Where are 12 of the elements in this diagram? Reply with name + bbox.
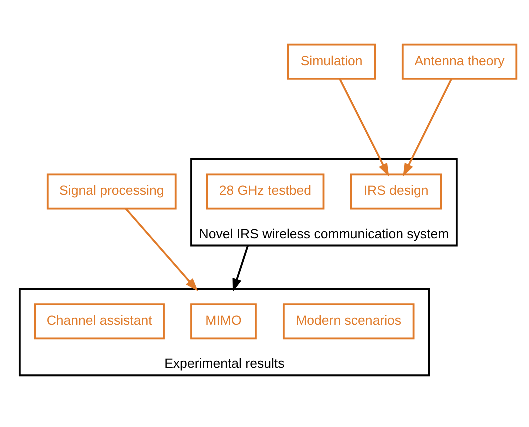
node-box: MIMO: [190, 303, 257, 340]
node-box: Simulation: [287, 43, 376, 80]
node-box: Channel assistant: [34, 303, 165, 340]
arrow: [125, 208, 198, 292]
node-box: IRS design: [350, 173, 442, 210]
node-box: Antenna theory: [402, 43, 518, 80]
arrow: [403, 78, 453, 176]
arrow: [339, 78, 390, 176]
node-box: Signal processing: [46, 173, 177, 210]
node-box: Modern scenarios: [282, 303, 415, 340]
arrow: [232, 244, 250, 292]
node-box: 28 GHz testbed: [206, 173, 325, 210]
